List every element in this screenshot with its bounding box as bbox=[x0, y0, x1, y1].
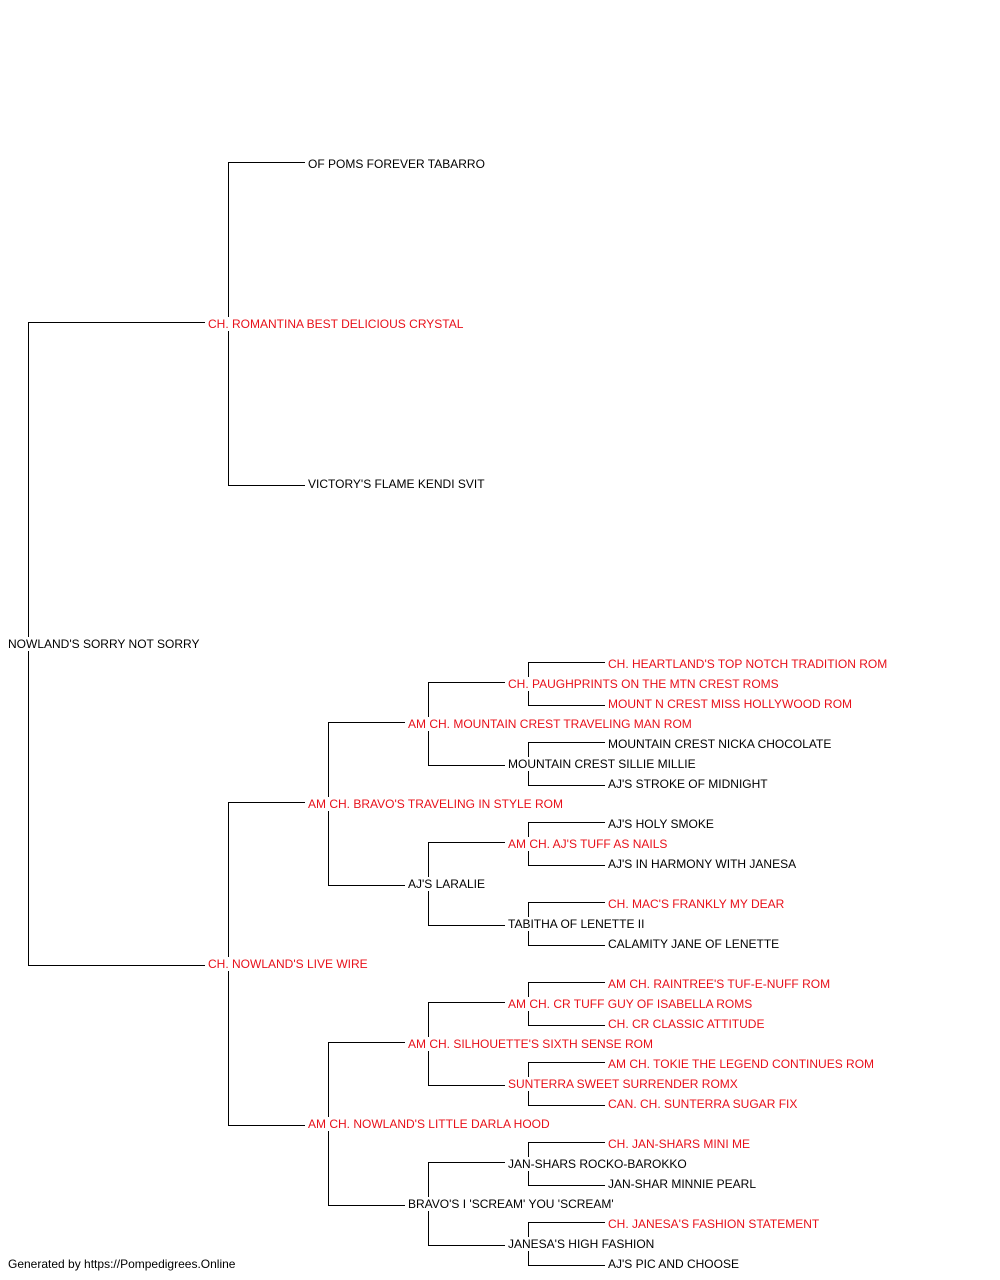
ancestor-name-gen5: CALAMITY JANE OF LENETTE bbox=[608, 937, 782, 951]
dam-name: CH. NOWLAND'S LIVE WIRE bbox=[208, 957, 370, 971]
sire-name: CH. ROMANTINA BEST DELICIOUS CRYSTAL bbox=[208, 317, 466, 331]
ancestor-name-gen4: SUNTERRA SWEET SURRENDER ROMX bbox=[508, 1077, 740, 1091]
paternal-granddam-name: VICTORY'S FLAME KENDI SVIT bbox=[308, 477, 487, 491]
ancestor-name-gen4: AM CH. CR TUFF GUY OF ISABELLA ROMS bbox=[508, 997, 755, 1011]
ancestor-name-gen5: CH. HEARTLAND'S TOP NOTCH TRADITION ROM bbox=[608, 657, 890, 671]
ancestor-name-gen3: AJ'S LARALIE bbox=[408, 877, 487, 891]
ancestor-name-gen5: JAN-SHAR MINNIE PEARL bbox=[608, 1177, 759, 1191]
ancestor-name-gen5: MOUNT N CREST MISS HOLLYWOOD ROM bbox=[608, 697, 855, 711]
ancestor-name-gen4: CH. PAUGHPRINTS ON THE MTN CREST ROMS bbox=[508, 677, 781, 691]
subject-dog-name: NOWLAND'S SORRY NOT SORRY bbox=[8, 637, 202, 651]
ancestor-name-gen5: CAN. CH. SUNTERRA SUGAR FIX bbox=[608, 1097, 800, 1111]
ancestor-name-gen5: AJ'S STROKE OF MIDNIGHT bbox=[608, 777, 770, 791]
ancestor-name-gen5: CH. CR CLASSIC ATTITUDE bbox=[608, 1017, 767, 1031]
ancestor-name-gen4: TABITHA OF LENETTE II bbox=[508, 917, 647, 931]
ancestor-name-gen5: CH. MAC'S FRANKLY MY DEAR bbox=[608, 897, 787, 911]
ancestor-name-gen5: AM CH. RAINTREE'S TUF-E-NUFF ROM bbox=[608, 977, 833, 991]
generated-by-credit: Generated by https://Pompedigrees.Online bbox=[8, 1257, 236, 1271]
paternal-grandsire-name: OF POMS FOREVER TABARRO bbox=[308, 157, 487, 171]
ancestor-name-gen5: AJ'S HOLY SMOKE bbox=[608, 817, 716, 831]
ancestor-name-gen5: AJ'S PIC AND CHOOSE bbox=[608, 1257, 741, 1271]
ancestor-name-gen4: JANESA'S HIGH FASHION bbox=[508, 1237, 657, 1251]
ancestor-name-gen4: AM CH. AJ'S TUFF AS NAILS bbox=[508, 837, 670, 851]
ancestor-name-gen5: CH. JANESA'S FASHION STATEMENT bbox=[608, 1217, 822, 1231]
ancestor-name-gen3: AM CH. MOUNTAIN CREST TRAVELING MAN ROM bbox=[408, 717, 694, 731]
ancestor-name-gen3: BRAVO'S I 'SCREAM' YOU 'SCREAM' bbox=[408, 1197, 616, 1211]
ancestor-name-gen5: CH. JAN-SHARS MINI ME bbox=[608, 1137, 753, 1151]
ancestor-name-gen3: AM CH. SILHOUETTE'S SIXTH SENSE ROM bbox=[408, 1037, 655, 1051]
ancestor-name-gen4: MOUNTAIN CREST SILLIE MILLIE bbox=[508, 757, 698, 771]
ancestor-name-gen4: JAN-SHARS ROCKO-BAROKKO bbox=[508, 1157, 689, 1171]
maternal-granddam-name: AM CH. NOWLAND'S LITTLE DARLA HOOD bbox=[308, 1117, 552, 1131]
ancestor-name-gen5: AM CH. TOKIE THE LEGEND CONTINUES ROM bbox=[608, 1057, 877, 1071]
ancestor-name-gen5: AJ'S IN HARMONY WITH JANESA bbox=[608, 857, 799, 871]
ancestor-name-gen5: MOUNTAIN CREST NICKA CHOCOLATE bbox=[608, 737, 834, 751]
maternal-grandsire-name: AM CH. BRAVO'S TRAVELING IN STYLE ROM bbox=[308, 797, 566, 811]
